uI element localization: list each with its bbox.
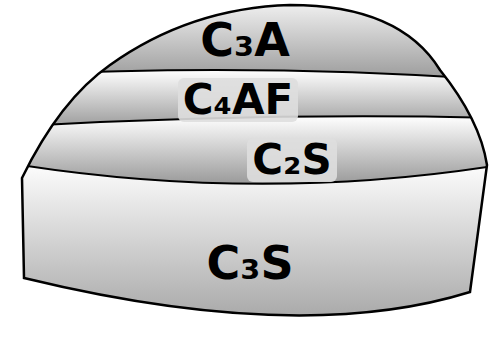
phase-band: C₂S [245, 137, 339, 183]
phase-band: C₃S [199, 238, 301, 288]
phase-band: C₃A [193, 15, 297, 65]
phase-label: C₂S [247, 138, 336, 182]
phase-label: C₄AF [178, 78, 298, 122]
phase-band: C₄AF [176, 77, 301, 123]
phase-label: C₃S [201, 239, 298, 287]
phase-label: C₃A [195, 16, 295, 64]
